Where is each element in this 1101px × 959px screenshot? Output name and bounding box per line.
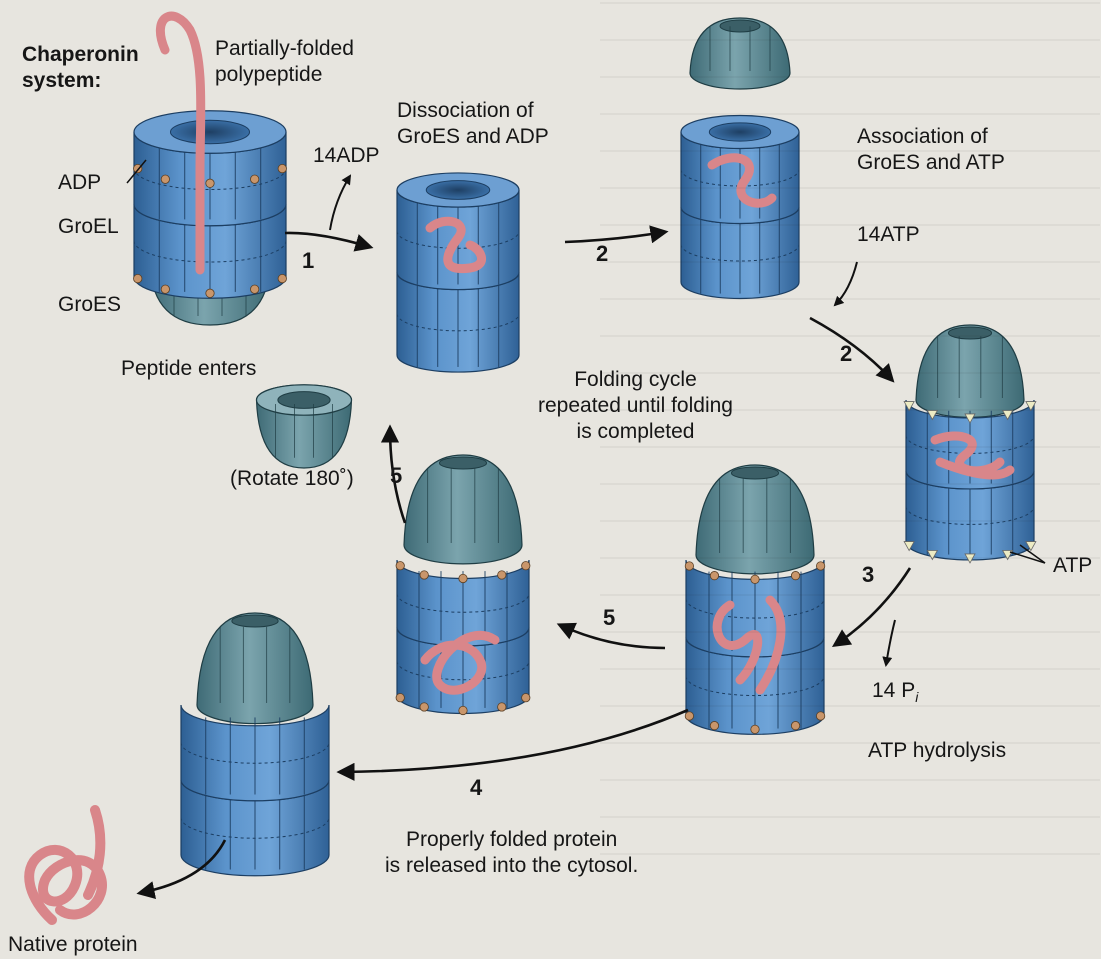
background-text-line	[600, 816, 1100, 818]
native-protein-icon	[29, 810, 102, 920]
background-text-line	[600, 298, 1100, 300]
groel-label: GroEL	[58, 214, 119, 240]
background-text-line	[600, 335, 1100, 337]
background-text-line	[600, 187, 1100, 189]
released-label: Properly folded protein is released into…	[385, 827, 638, 879]
groes-label: GroES	[58, 292, 121, 318]
dissociation-label: Dissociation of GroES and ADP	[397, 98, 549, 150]
chaperonin-system-title: Chaperonin system:	[22, 42, 139, 94]
groel-barrel-icon-4	[681, 115, 799, 298]
step-number-5b: 5	[603, 605, 615, 631]
association-label: Association of GroES and ATP	[857, 124, 1005, 176]
background-text-line	[600, 483, 1100, 485]
background-text-line	[600, 261, 1100, 263]
background-text-line	[600, 705, 1100, 707]
atp-hydrolysis-label: ATP hydrolysis	[868, 738, 1006, 764]
pi-release-arrow-icon	[886, 620, 895, 665]
native-protein-label: Native protein	[8, 932, 138, 958]
background-text-line	[600, 668, 1100, 670]
step-number-3: 3	[862, 562, 874, 588]
background-text-line	[600, 520, 1100, 522]
groel-barrel-icon-5	[904, 400, 1036, 563]
step-arrow-icon-2a	[565, 232, 665, 242]
background-text-line	[600, 2, 1100, 4]
folding-cycle-label: Folding cycle repeated until folding is …	[538, 367, 733, 445]
step-arrow-icon-1	[285, 233, 370, 247]
background-text-line	[600, 150, 1100, 152]
background-text-line	[600, 76, 1100, 78]
step-number-5a: 5	[390, 463, 402, 489]
background-text-line	[600, 446, 1100, 448]
adp-release-label: 14ADP	[313, 143, 380, 169]
step-number-1: 1	[302, 248, 314, 274]
rotate-label: (Rotate 180˚)	[230, 466, 354, 492]
pi-subscript: i	[915, 689, 918, 705]
step-number-2b: 2	[840, 341, 852, 367]
background-text-line	[600, 779, 1100, 781]
groes-cap-icon-9	[197, 613, 313, 724]
atp-marker-label: ATP	[1053, 553, 1092, 579]
background-text-line	[600, 113, 1100, 115]
adp-label: ADP	[58, 170, 101, 196]
groel-barrel-icon-9	[181, 705, 329, 876]
pi-release-text: 14 P	[872, 679, 915, 702]
groes-cap-icon-7	[404, 455, 522, 564]
groel-barrel-icon-7	[396, 560, 530, 715]
atp-binding-label: 14ATP	[857, 222, 920, 248]
adp-release-arrow-icon	[330, 176, 350, 230]
background-text-line	[600, 853, 1100, 855]
groel-barrel-icon-2	[397, 173, 519, 372]
background-text-line	[600, 594, 1100, 596]
background-text-line	[600, 557, 1100, 559]
background-text-line	[600, 631, 1100, 633]
step-arrow-icon-4	[340, 710, 688, 772]
groes-cap-icon-3	[690, 18, 790, 89]
partially-folded-label: Partially-folded polypeptide	[215, 36, 354, 88]
background-text-line	[600, 39, 1100, 41]
background-text-line	[600, 742, 1100, 744]
step-number-2a: 2	[596, 241, 608, 267]
step-number-4: 4	[470, 775, 482, 801]
pi-release-label: 14 Pi	[872, 678, 918, 707]
peptide-enters-label: Peptide enters	[121, 356, 256, 382]
groel-barrel-icon-6	[685, 560, 825, 734]
groes-cap-icon-8	[257, 385, 352, 468]
background-text-line	[600, 224, 1100, 226]
